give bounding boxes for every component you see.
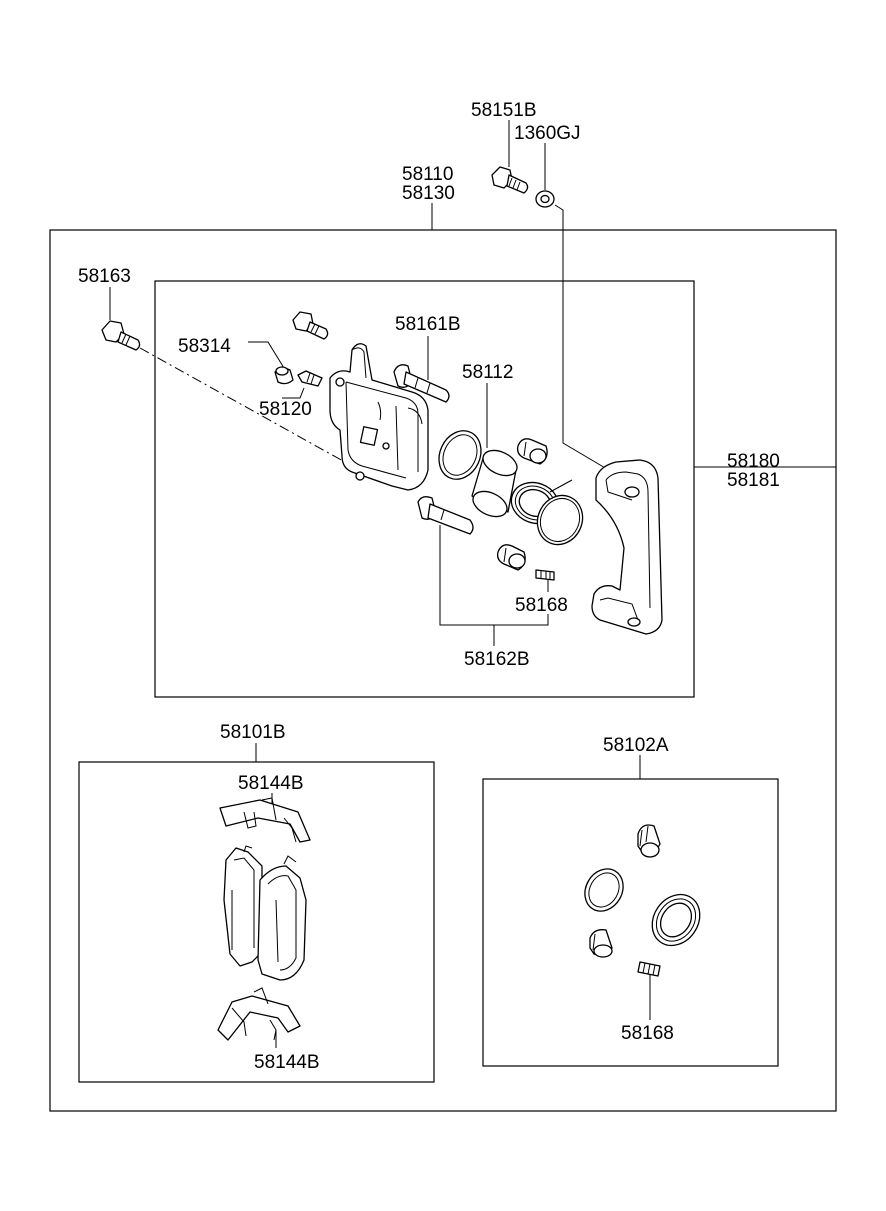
label-58168-kit: 58168 (621, 1023, 674, 1044)
label-58161B: 58161B (395, 314, 461, 335)
kit-pin-boot-upper (637, 824, 661, 858)
guide-bolt-axis (139, 347, 353, 467)
label-58162B: 58162B (464, 649, 530, 670)
label-58130: 58130 (402, 183, 455, 204)
caliper-housing (329, 343, 429, 491)
kit-bleeder-58168 (637, 961, 661, 977)
guide-bolt-58163 (101, 320, 141, 351)
seal-kit-frame (482, 778, 779, 1067)
label-58180: 58180 (727, 451, 780, 472)
guide-pin-58161B (393, 364, 450, 403)
anti-rattle-clip-lower (217, 987, 301, 1041)
label-58314: 58314 (178, 336, 231, 357)
label-58120: 58120 (259, 399, 312, 420)
kit-pin-boot-lower (589, 929, 613, 958)
label-58101B: 58101B (220, 722, 286, 743)
washer-1360GJ (535, 190, 555, 208)
caliper-carrier-bracket (591, 459, 663, 635)
label-58102A: 58102A (603, 735, 669, 756)
brake-pad-inner (223, 845, 263, 967)
kit-dust-boot (651, 893, 701, 947)
piston-seal (438, 430, 482, 480)
mounting-bolt-58151B (491, 166, 529, 194)
bleeder-cap-58314 (274, 366, 294, 385)
pin-boot-upper (516, 438, 548, 465)
label-58144B-bottom: 58144B (254, 1052, 320, 1073)
label-1360GJ: 1360GJ (514, 123, 581, 144)
kit-piston-seal (584, 868, 624, 912)
brake-pad-outer (257, 855, 307, 981)
label-58181: 58181 (727, 470, 780, 491)
piston-axis (549, 479, 573, 493)
label-58168-caliper: 58168 (515, 595, 568, 616)
caliper-bolt (292, 311, 329, 340)
label-58112: 58112 (462, 362, 513, 383)
outer-assembly-frame (49, 229, 837, 1112)
label-58163: 58163 (78, 266, 131, 287)
caliper-subassembly-frame (154, 280, 695, 698)
label-58110: 58110 (402, 164, 453, 185)
bleeder-screw-58120 (297, 370, 323, 387)
part-labels: 58151B 1360GJ 58110 58130 58163 58314 58… (78, 100, 780, 1073)
piston-58112 (471, 449, 518, 518)
label-58151B: 58151B (471, 100, 537, 121)
label-58144B-top: 58144B (238, 773, 304, 794)
leader-lines (109, 120, 836, 1048)
pin-boot-lower (496, 544, 526, 571)
guide-pin-58162B (417, 496, 474, 535)
anti-rattle-clip-upper (219, 797, 311, 843)
boot-retaining-ring (536, 494, 584, 546)
bleeder-58168-caliper (535, 569, 555, 581)
